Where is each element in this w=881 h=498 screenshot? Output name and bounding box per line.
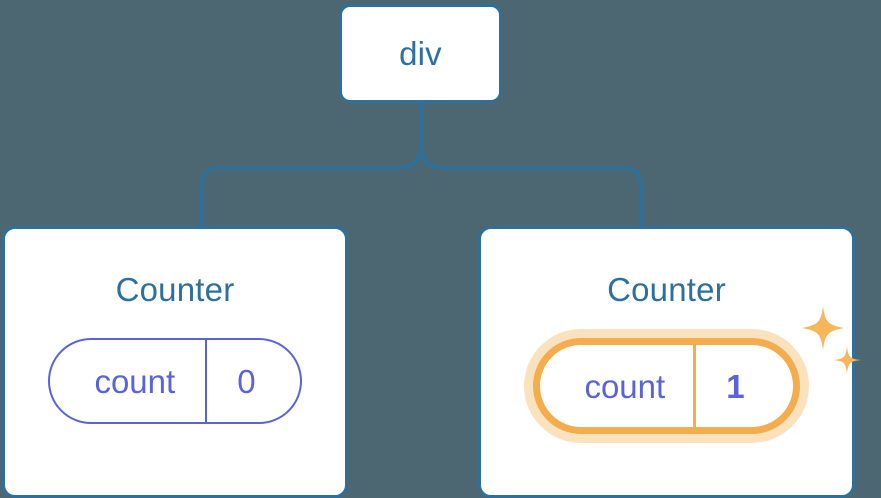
state-value-label: 1 (726, 367, 745, 405)
state-pill-divider (693, 345, 697, 427)
component-card-counter-right[interactable]: Counter count 1 (478, 226, 861, 498)
sparkles-icon (801, 306, 861, 374)
state-key-label: count (94, 362, 176, 400)
component-title: Counter (115, 271, 235, 308)
state-pill-divider (205, 340, 208, 422)
root-node-label: div (399, 35, 442, 72)
sparkle-small-icon (832, 346, 861, 374)
connector-right-branch (419, 99, 643, 231)
sparkle-large-icon (801, 306, 844, 350)
state-pill[interactable]: count 0 (48, 338, 302, 424)
state-value-label: 0 (237, 362, 256, 400)
connector-left-branch (199, 99, 423, 231)
component-card-counter-left[interactable]: Counter count 0 (2, 226, 348, 498)
state-pill-wrapper: count 1 (533, 306, 861, 434)
state-key-label: count (584, 367, 666, 405)
tree-node-root[interactable]: div (339, 4, 502, 103)
component-title: Counter (607, 271, 726, 308)
state-pill-wrapper: count 0 (48, 338, 302, 424)
state-pill-highlighted[interactable]: count 1 (533, 338, 800, 434)
